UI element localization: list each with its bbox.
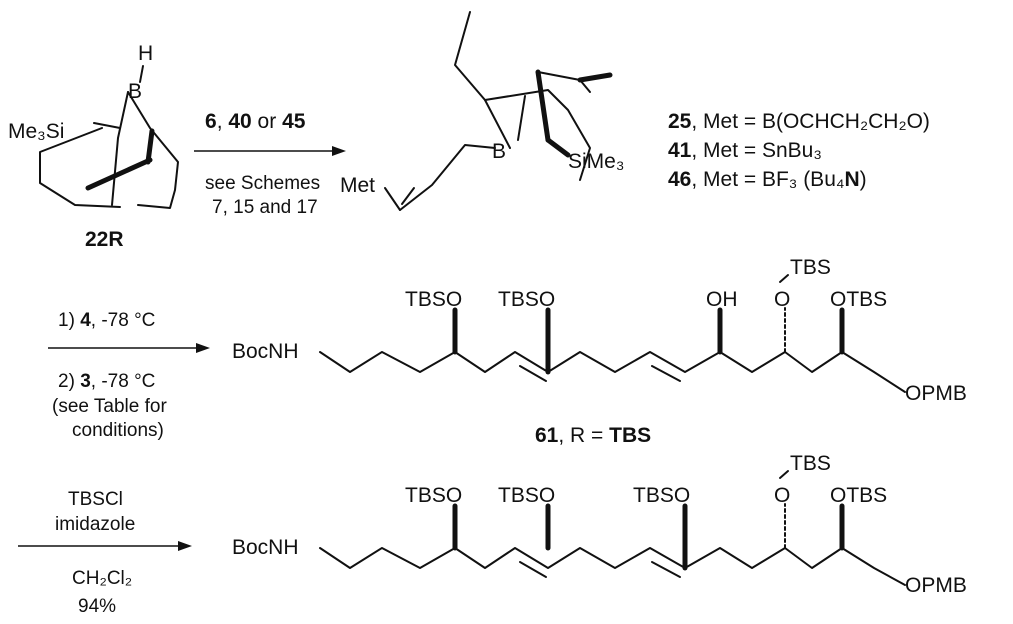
- tbso-substituent-1: TBSO: [405, 484, 462, 507]
- step3-solvent: CH₂Cl₂: [72, 568, 132, 589]
- step2-condition-2: 2) 3, -78 °C: [58, 371, 155, 392]
- legend-entry-41: 41, Met = SnBu₃: [668, 139, 822, 162]
- structure-allylborane: B SiMe₃ Met: [340, 11, 624, 211]
- structure-22R: H B Me₃Si 22R: [8, 42, 179, 251]
- metal-group-label: Met: [340, 174, 375, 197]
- bocnh-group-label: BocNH: [232, 340, 299, 363]
- step3-yield: 94%: [78, 596, 116, 617]
- step2-note-line1: (see Table for: [52, 396, 167, 417]
- step1-note-line2: 7, 15 and 17: [212, 197, 318, 218]
- step2-note-line2: conditions): [72, 420, 164, 441]
- step1-note-line1: see Schemes: [205, 173, 320, 194]
- legend-entry-25: 25, Met = B(OCHCH₂CH₂O): [668, 110, 930, 133]
- step3-reagent-2: imidazole: [55, 514, 135, 535]
- step2-condition-1: 1) 4, -78 °C: [58, 310, 155, 331]
- compound-label-61: 61, R = TBS: [535, 424, 651, 447]
- bocnh-group-label: BocNH: [232, 536, 299, 559]
- trimethylsilyl-label: Me₃Si: [8, 120, 64, 143]
- ether-oxygen-label: O: [774, 484, 790, 507]
- otbs-substituent: OTBS: [830, 288, 887, 311]
- step3-reagent-1: TBSCl: [68, 489, 123, 510]
- opmb-group-label: OPMB: [905, 574, 967, 597]
- opmb-group-label: OPMB: [905, 382, 967, 405]
- structure-61: BocNH OPMB TBSO TBSO OH TBS O OTBS 61, R…: [232, 256, 967, 447]
- tbs-group-label: TBS: [790, 256, 831, 279]
- tbso-substituent-1: TBSO: [405, 288, 462, 311]
- tbs-group-label: TBS: [790, 452, 831, 475]
- metal-legend: 25, Met = B(OCHCH₂CH₂O) 41, Met = SnBu₃ …: [668, 110, 930, 191]
- otbs-substituent: OTBS: [830, 484, 887, 507]
- tbso-substituent-2: TBSO: [498, 484, 555, 507]
- structure-product: BocNH OPMB TBSO TBSO TBSO TBS O OTBS: [232, 452, 967, 597]
- hydroxyl-substituent: OH: [706, 288, 738, 311]
- boron-atom-label: B: [128, 80, 142, 103]
- compound-label-22R: 22R: [85, 228, 124, 251]
- reaction-arrow-step1: 6, 40 or 45 see Schemes 7, 15 and 17: [194, 110, 346, 218]
- legend-entry-46: 46, Met = BF₃ (Bu₄N): [668, 168, 867, 191]
- reaction-arrow-step2: 1) 4, -78 °C 2) 3, -78 °C (see Table for…: [48, 310, 210, 441]
- tbso-substituent-2: TBSO: [498, 288, 555, 311]
- reaction-arrow-step3: TBSCl imidazole CH₂Cl₂ 94%: [18, 489, 192, 617]
- tbso-substituent-3: TBSO: [633, 484, 690, 507]
- ether-oxygen-label: O: [774, 288, 790, 311]
- hydrogen-atom-label: H: [138, 42, 153, 65]
- step1-reagents: 6, 40 or 45: [205, 110, 306, 133]
- trimethylsilyl-label: SiMe₃: [568, 150, 624, 173]
- boron-atom-label: B: [492, 140, 506, 163]
